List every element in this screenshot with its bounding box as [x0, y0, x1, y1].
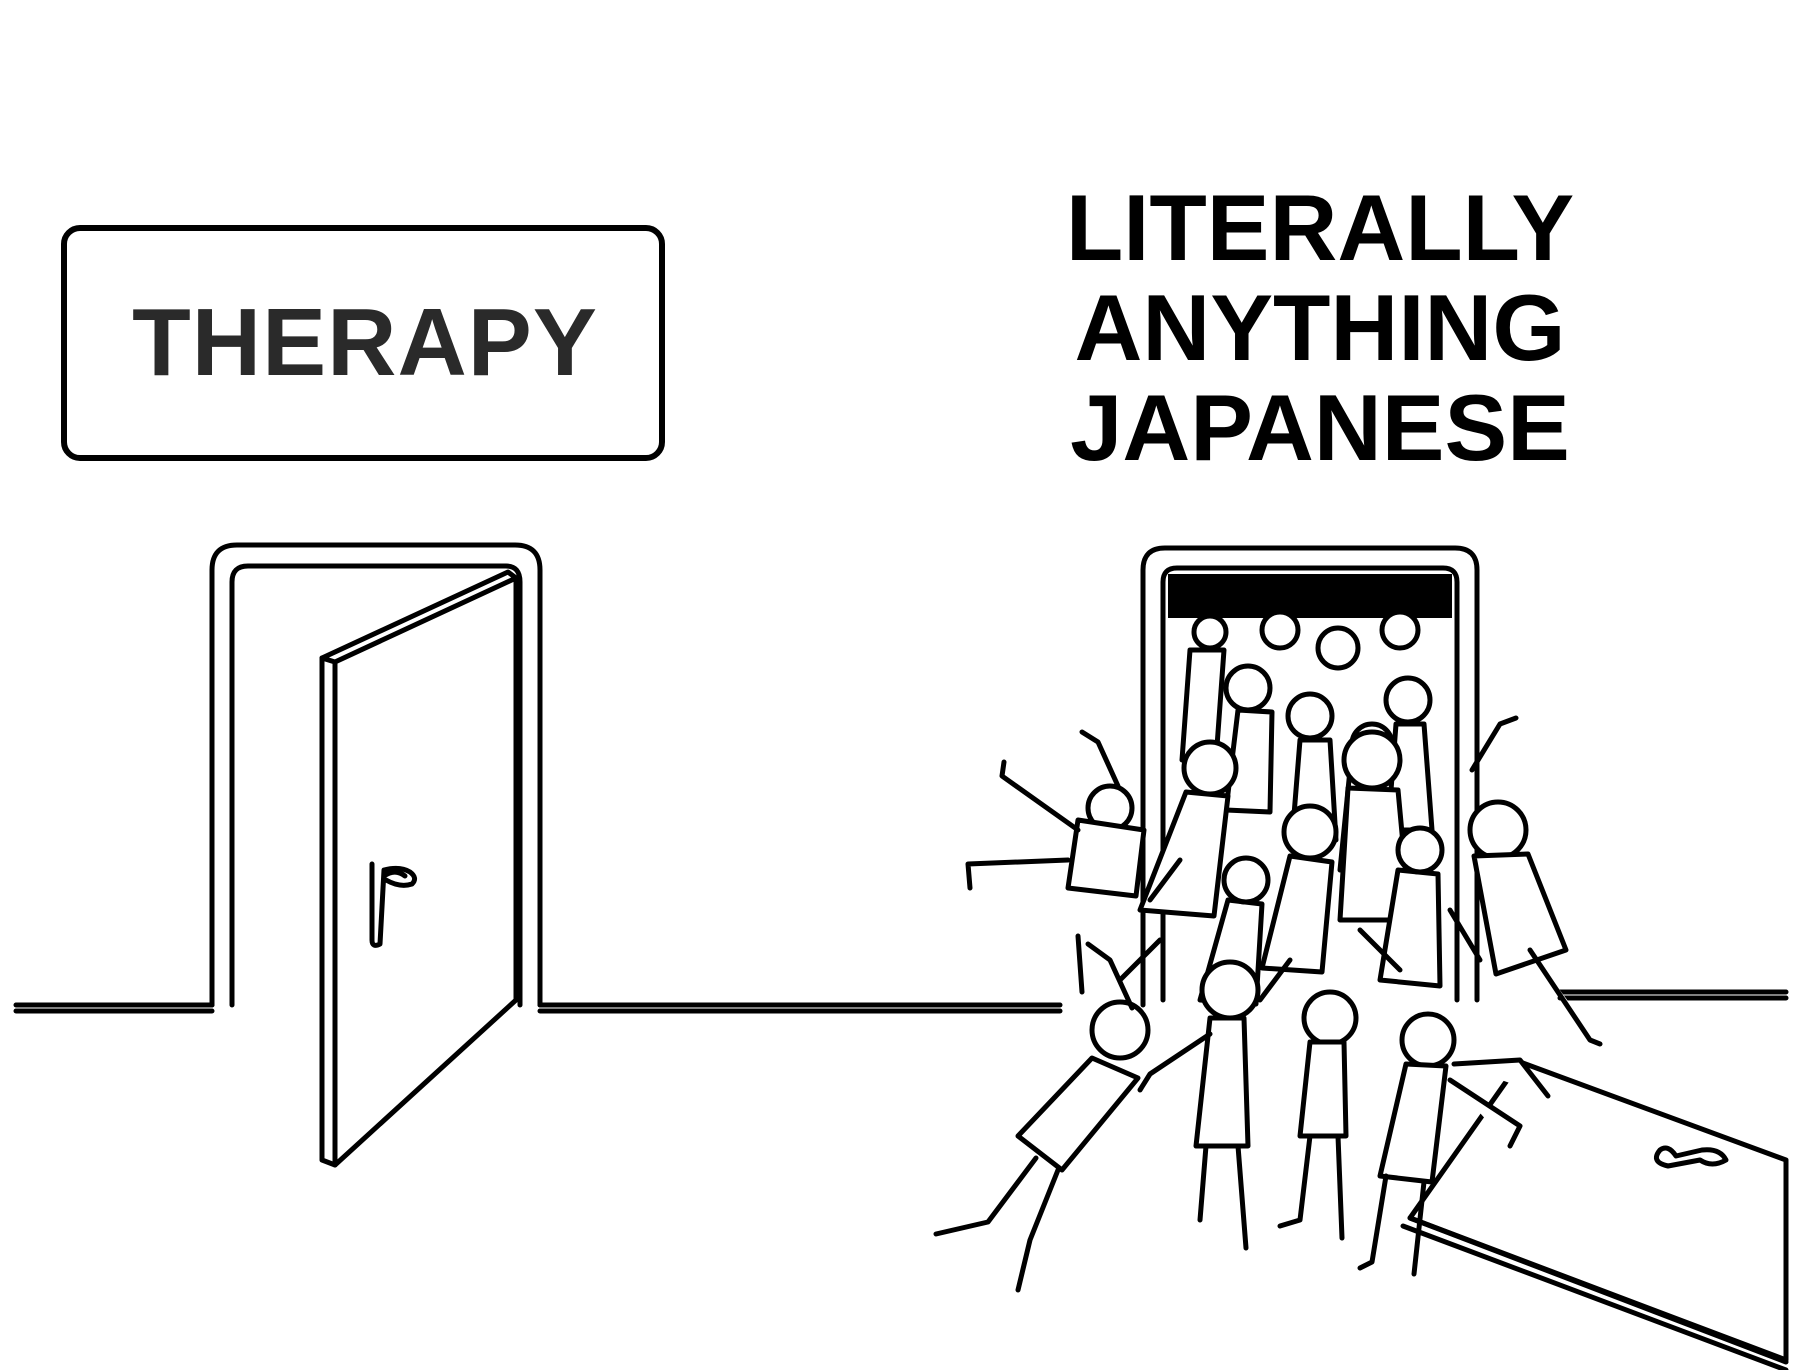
caption: LITERALLY ANYTHING JAPANESE — [1010, 178, 1630, 478]
therapy-sign-label: THERAPY — [132, 289, 598, 396]
crowd — [933, 609, 1603, 1293]
crowd-door-frame — [1140, 545, 1480, 1008]
caption-line-2: ANYTHING — [1074, 275, 1566, 380]
therapy-door-frame — [209, 542, 543, 1008]
therapy-sign — [61, 225, 665, 461]
crowd-door-fallen — [1400, 1059, 1789, 1370]
caption-line-1: LITERALLY — [1065, 175, 1575, 280]
caption-line-3: JAPANESE — [1070, 375, 1570, 480]
floor-line — [13, 989, 1789, 1014]
therapy-door-open — [319, 569, 519, 1168]
